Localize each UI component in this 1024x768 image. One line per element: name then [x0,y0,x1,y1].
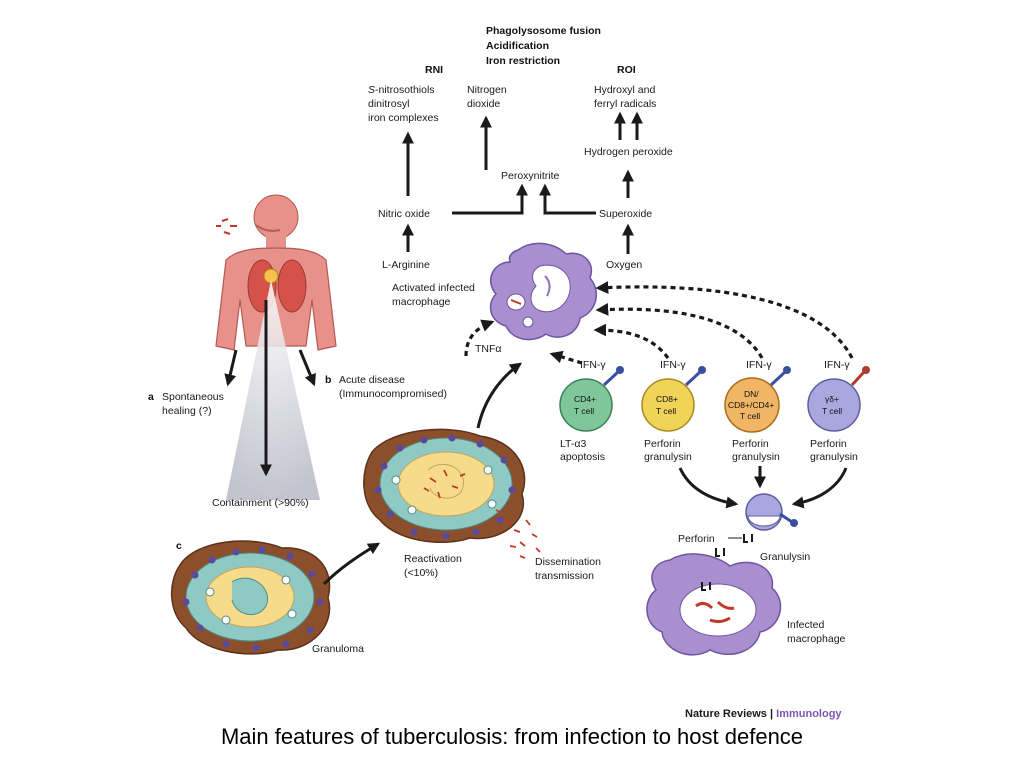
nitrosothiols-label: S-nitrosothiols [368,84,435,96]
t-cell-effect-2: granulysin [810,451,858,463]
ifn-label: IFN-γ [824,359,850,371]
t-cell-effect-2: granulysin [644,451,692,463]
t-cell-effect: Perforin [810,438,847,450]
t-cell-dn: IFN-γ DN/ CD8+/CD4+ T cell Perforin gran… [724,359,791,463]
activated-macrophage-label-2: macrophage [392,296,451,308]
t-cell-label: T cell [574,406,594,416]
t-cell-type: CD8+ [656,394,678,404]
killer-cell [715,493,798,569]
nitric-oxide-label: Nitric oxide [378,208,430,220]
iron-complexes-label: iron complexes [368,112,439,124]
activated-macrophage [489,242,598,341]
containment-cone [226,280,320,500]
t-cell-label: T cell [822,406,842,416]
granuloma [170,540,331,655]
acute-disease-label: Acute disease [339,374,405,386]
t-cell-effect: Perforin [644,438,681,450]
acute-arrow [298,349,316,387]
label-c: c [176,540,182,552]
infected-macrophage-label: macrophage [787,633,846,645]
label-a: a [148,391,154,403]
spontaneous-label: Spontaneous [162,391,224,403]
ferryl-label: ferryl radicals [594,98,656,110]
converging-arrows [678,466,848,509]
dissemination-label: Dissemination [535,556,601,568]
t-cell-effect: Perforin [732,438,769,450]
acidification-label: Acidification [486,40,549,52]
perforin-label: Perforin [678,533,715,545]
ifn-label: IFN-γ [746,359,772,371]
reactivation-arrow [322,542,381,586]
containment-label: Containment (>90%) [212,497,309,509]
phagolysosome-label: Phagolysosome fusion [486,25,601,37]
healing-arrow [224,349,238,387]
figure-caption: Main features of tuberculosis: from infe… [220,724,804,749]
t-cell-type: DN/ [744,389,759,399]
infected-macrophage [646,553,782,656]
t-cell-type: γδ+ [825,394,839,404]
healing-label: healing (?) [162,405,212,417]
nitrogen-dioxide-label: Nitrogen [467,84,507,96]
t-cell-type: CD4+ [574,394,596,404]
t-cell-cd8: IFN-γ CD8+ T cell Perforin granulysin [641,359,706,463]
reactivation-label: Reactivation [404,553,462,565]
label-b: b [325,374,331,386]
hydrogen-peroxide-label: Hydrogen peroxide [584,146,673,158]
reactivation-percent-label: (<10%) [404,567,438,579]
t-cell-label: T cell [740,411,760,421]
t-cell-cd4: IFN-γ CD4+ T cell LT-α3 apoptosis [559,359,624,463]
credit: Nature Reviews | Immunology [685,708,842,720]
tnf-reactivation-arrow [476,362,522,429]
l-arginine-label: L-Arginine [382,259,430,271]
t-cell-effect: LT-α3 [560,438,586,450]
activated-macrophage-label: Activated infected [392,282,475,294]
hydroxyl-label: Hydroxyl and [594,84,655,96]
credit-section: Immunology [776,708,842,720]
dissemination-spray [495,509,541,559]
rni-label: RNI [425,64,443,76]
transmission-label: transmission [535,570,594,582]
dinitrosyl-label: dinitrosyl [368,98,409,110]
oxygen-label: Oxygen [606,259,642,271]
credit-journal: Nature Reviews [685,708,767,720]
superoxide-label: Superoxide [599,208,652,220]
nitrogen-dioxide-label-2: dioxide [467,98,500,110]
infected-label: Infected [787,619,825,631]
tnf-arrow [464,319,495,357]
immunocompromised-label: (Immunocompromised) [339,388,447,400]
iron-restriction-label: Iron restriction [486,55,560,67]
granulysin-label: Granulysin [760,551,810,563]
reactivation-granuloma [363,428,526,544]
t-cell-subtype: CD8+/CD4+ [728,400,774,410]
t-cell-effect-2: granulysin [732,451,780,463]
pathway-arrows [402,111,643,254]
roi-label: ROI [617,64,636,76]
ifn-label: IFN-γ [580,359,606,371]
ifn-arrows [549,281,854,365]
tnf-label: TNFα [475,343,501,355]
granuloma-label: Granuloma [312,643,364,655]
peroxynitrite-label: Peroxynitrite [501,170,560,182]
t-cell-effect-2: apoptosis [560,451,605,463]
ifn-label: IFN-γ [660,359,686,371]
credit-separator: | [767,708,776,720]
t-cell-label: T cell [656,406,676,416]
t-cell-gd: IFN-γ γδ+ T cell Perforin granulysin [807,359,870,463]
